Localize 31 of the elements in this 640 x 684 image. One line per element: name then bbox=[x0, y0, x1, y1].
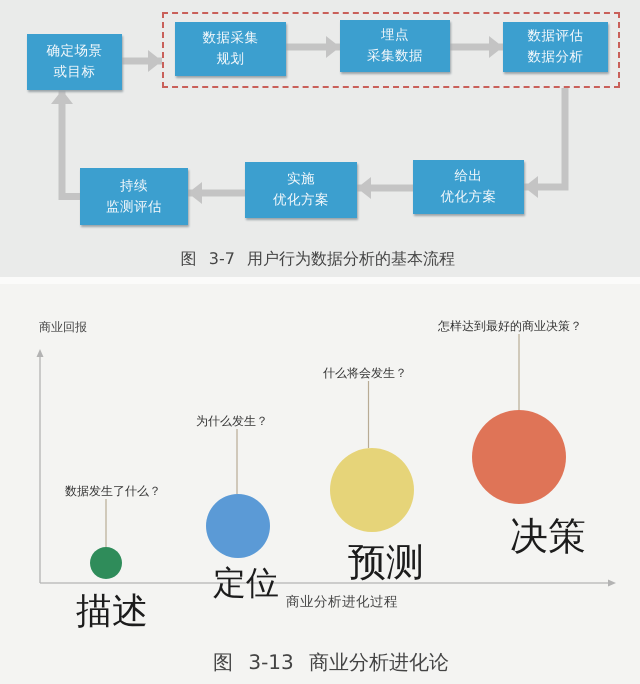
arrow bbox=[188, 182, 245, 204]
leader-line bbox=[105, 499, 107, 547]
process-box: 实施优化方案 bbox=[245, 162, 357, 218]
process-box: 埋点采集数据 bbox=[340, 20, 450, 72]
handwritten-label: 描述 bbox=[76, 592, 148, 632]
process-box: 数据采集规划 bbox=[175, 22, 286, 76]
arrow bbox=[450, 36, 503, 58]
leader-line bbox=[368, 381, 370, 448]
arrow bbox=[357, 177, 413, 199]
question-text: 数据发生了什么？ bbox=[65, 484, 161, 499]
handwritten-label: 预测 bbox=[348, 542, 424, 584]
leader-line bbox=[518, 334, 520, 410]
dashed-frame bbox=[162, 12, 620, 88]
question-text: 为什么发生？ bbox=[196, 414, 268, 429]
arrow bbox=[51, 90, 80, 200]
axis-label: 商业分析进化过程 bbox=[286, 594, 398, 610]
process-box: 数据评估数据分析 bbox=[503, 22, 608, 72]
process-box: 确定场景或目标 bbox=[27, 34, 122, 90]
leader-line bbox=[236, 429, 238, 494]
question-text: 怎样达到最好的商业决策？ bbox=[438, 319, 582, 334]
handwritten-label: 决策 bbox=[510, 516, 586, 558]
handwritten-label: 定位 bbox=[213, 565, 279, 602]
axis-label: 商业回报 bbox=[39, 320, 87, 334]
process-box: 持续监测评估 bbox=[80, 168, 188, 225]
caption: 图 3-7 用户行为数据分析的基本流程 bbox=[180, 248, 456, 268]
arrow bbox=[286, 36, 340, 58]
arrow bbox=[122, 50, 162, 72]
arrow bbox=[524, 88, 568, 198]
process-box: 给出优化方案 bbox=[413, 160, 524, 214]
caption: 图 3-13 商业分析进化论 bbox=[213, 650, 450, 674]
question-text: 什么将会发生？ bbox=[323, 366, 407, 381]
